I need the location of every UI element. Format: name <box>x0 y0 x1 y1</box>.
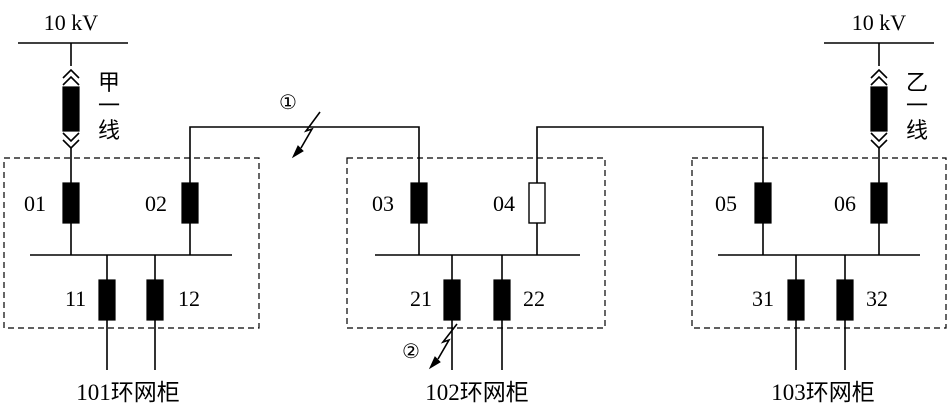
switch-03 <box>410 182 428 224</box>
switch-21-label: 21 <box>410 286 432 311</box>
switch-31-label: 31 <box>752 286 774 311</box>
cabinet-102-boundary <box>346 157 606 329</box>
switch-06 <box>870 182 888 224</box>
left-source-voltage: 10 kV <box>44 10 99 35</box>
left-plug-upper-2 <box>62 75 80 86</box>
switch-12-label: 12 <box>178 286 200 311</box>
cabinet-103: 05 06 31 32 103环网柜 <box>691 157 947 405</box>
right-source-voltage: 10 kV <box>852 10 907 35</box>
cabinet-101: 01 02 11 12 101环网柜 <box>3 157 260 405</box>
right-source: 10 kV 乙 一 线 <box>824 10 934 182</box>
right-feeder-char-1: 乙 <box>906 70 928 95</box>
right-plug-upper-2 <box>870 75 888 86</box>
fault-1-arrowhead-icon <box>291 145 304 159</box>
switch-05 <box>754 182 772 224</box>
fault-2-lightning-icon <box>437 323 458 360</box>
switch-31 <box>787 279 805 321</box>
switch-32-label: 32 <box>866 286 888 311</box>
cabinet-102-name: 102环网柜 <box>425 380 529 405</box>
switch-02 <box>181 182 199 224</box>
cabinet-101-boundary <box>3 157 260 329</box>
switch-22-label: 22 <box>523 286 545 311</box>
switch-04 <box>528 182 546 224</box>
switch-02-label: 02 <box>145 191 167 216</box>
switch-06-label: 06 <box>834 191 856 216</box>
switch-04-label: 04 <box>493 191 515 216</box>
cabinet-103-name: 103环网柜 <box>771 380 875 405</box>
switch-01-label: 01 <box>24 191 46 216</box>
switch-21 <box>443 279 461 321</box>
cabinet-101-name: 101环网柜 <box>76 380 180 405</box>
switch-03-label: 03 <box>372 191 394 216</box>
switch-11-label: 11 <box>65 286 86 311</box>
right-incoming-breaker <box>870 86 888 132</box>
left-incoming-breaker <box>62 86 80 132</box>
right-plug-upper-1 <box>870 68 888 79</box>
tie-line-101-102 <box>189 126 420 182</box>
left-source: 10 kV 甲 一 线 <box>18 10 128 182</box>
fault-2: ② <box>402 323 458 370</box>
right-feeder-char-2: 一 <box>906 93 928 118</box>
switch-11 <box>98 279 116 321</box>
right-plug-lower-1 <box>870 132 888 143</box>
cabinet-103-boundary <box>691 157 947 329</box>
tie-line-102-103 <box>536 126 764 182</box>
fault-1: ① <box>279 92 321 159</box>
fault-2-marker: ② <box>402 341 420 363</box>
switch-12 <box>146 279 164 321</box>
switch-22 <box>493 279 511 321</box>
switch-01 <box>62 182 80 224</box>
left-feeder-char-3: 线 <box>98 118 120 143</box>
fault-1-marker: ① <box>279 92 297 114</box>
left-plug-lower-1 <box>62 132 80 143</box>
left-feeder-char-2: 一 <box>98 93 120 118</box>
cabinet-102: 03 04 21 22 102环网柜 <box>346 157 606 405</box>
right-feeder-char-3: 线 <box>906 118 928 143</box>
fault-2-arrowhead-icon <box>428 356 441 370</box>
switch-05-label: 05 <box>715 191 737 216</box>
switch-32 <box>836 279 854 321</box>
left-plug-upper-1 <box>62 68 80 79</box>
left-feeder-char-1: 甲 <box>98 70 120 95</box>
fault-1-lightning-icon <box>300 111 321 149</box>
